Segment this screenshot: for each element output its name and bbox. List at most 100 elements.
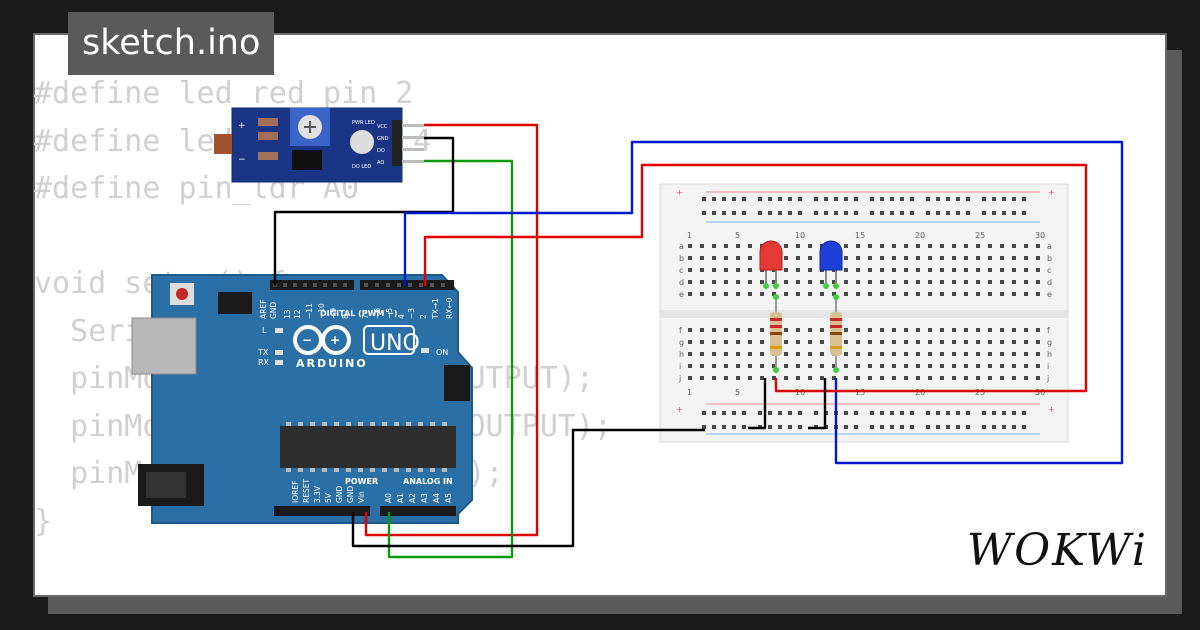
breadboard-hole[interactable] [904, 292, 908, 296]
breadboard-hole[interactable] [688, 268, 692, 272]
breadboard-hole[interactable] [854, 211, 858, 215]
breadboard-hole[interactable] [856, 292, 860, 296]
breadboard-hole[interactable] [748, 292, 752, 296]
breadboard-hole[interactable] [748, 280, 752, 284]
breadboard-hole[interactable] [742, 197, 746, 201]
resistor-blue-led[interactable] [830, 294, 842, 373]
breadboard-hole[interactable] [736, 364, 740, 368]
breadboard-hole[interactable] [688, 340, 692, 344]
breadboard-hole[interactable] [952, 352, 956, 356]
breadboard-hole[interactable] [936, 425, 940, 429]
breadboard-hole[interactable] [1002, 411, 1006, 415]
breadboard-hole[interactable] [952, 376, 956, 380]
breadboard-hole[interactable] [712, 364, 716, 368]
digital-header-right[interactable] [360, 280, 454, 290]
breadboard-hole[interactable] [1012, 340, 1016, 344]
breadboard-hole[interactable] [904, 364, 908, 368]
breadboard-hole[interactable] [736, 268, 740, 272]
breadboard-hole[interactable] [910, 197, 914, 201]
breadboard-hole[interactable] [712, 411, 716, 415]
breadboard-hole[interactable] [964, 292, 968, 296]
breadboard-hole[interactable] [880, 328, 884, 332]
breadboard-hole[interactable] [976, 280, 980, 284]
breadboard-hole[interactable] [928, 280, 932, 284]
breadboard-hole[interactable] [736, 280, 740, 284]
breadboard-hole[interactable] [844, 364, 848, 368]
breadboard-hole[interactable] [928, 352, 932, 356]
led-blue[interactable] [819, 240, 843, 289]
breadboard-hole[interactable] [1012, 197, 1016, 201]
breadboard-hole[interactable] [796, 376, 800, 380]
breadboard-hole[interactable] [808, 256, 812, 260]
breadboard-hole[interactable] [868, 256, 872, 260]
breadboard-hole[interactable] [1012, 256, 1016, 260]
breadboard-hole[interactable] [964, 328, 968, 332]
breadboard-hole[interactable] [820, 352, 824, 356]
breadboard-hole[interactable] [976, 292, 980, 296]
breadboard-hole[interactable] [700, 352, 704, 356]
breadboard-hole[interactable] [712, 211, 716, 215]
breadboard-hole[interactable] [688, 328, 692, 332]
breadboard-hole[interactable] [1012, 244, 1016, 248]
breadboard-hole[interactable] [820, 280, 824, 284]
breadboard-hole[interactable] [988, 340, 992, 344]
breadboard-hole[interactable] [700, 256, 704, 260]
breadboard-hole[interactable] [798, 197, 802, 201]
breadboard-hole[interactable] [742, 411, 746, 415]
breadboard-hole[interactable] [820, 328, 824, 332]
breadboard-hole[interactable] [928, 256, 932, 260]
breadboard-hole[interactable] [760, 292, 764, 296]
breadboard-hole[interactable] [940, 280, 944, 284]
breadboard-hole[interactable] [928, 268, 932, 272]
breadboard-hole[interactable] [724, 340, 728, 344]
breadboard-hole[interactable] [856, 376, 860, 380]
breadboard-hole[interactable] [778, 425, 782, 429]
breadboard-hole[interactable] [1002, 197, 1006, 201]
breadboard-hole[interactable] [964, 256, 968, 260]
breadboard-hole[interactable] [834, 197, 838, 201]
breadboard-hole[interactable] [868, 244, 872, 248]
breadboard-hole[interactable] [1000, 280, 1004, 284]
breadboard-hole[interactable] [964, 280, 968, 284]
breadboard-hole[interactable] [712, 280, 716, 284]
breadboard-hole[interactable] [880, 244, 884, 248]
breadboard-hole[interactable] [748, 340, 752, 344]
breadboard-hole[interactable] [1036, 364, 1040, 368]
breadboard-hole[interactable] [702, 425, 706, 429]
breadboard-hole[interactable] [982, 211, 986, 215]
breadboard-hole[interactable] [788, 197, 792, 201]
breadboard-hole[interactable] [900, 197, 904, 201]
digital-header-left[interactable] [270, 280, 354, 290]
breadboard-hole[interactable] [832, 364, 836, 368]
breadboard-hole[interactable] [946, 211, 950, 215]
breadboard-hole[interactable] [820, 376, 824, 380]
breadboard-hole[interactable] [796, 268, 800, 272]
breadboard-hole[interactable] [916, 340, 920, 344]
arduino-uno-board[interactable]: − + UNO ARDUINO DIGITAL (PWM ~) POWER AN… [131, 274, 473, 524]
breadboard-hole[interactable] [702, 411, 706, 415]
breadboard-hole[interactable] [688, 292, 692, 296]
analog-header[interactable] [380, 506, 456, 516]
breadboard-hole[interactable] [916, 352, 920, 356]
breadboard-hole[interactable] [916, 292, 920, 296]
breadboard-hole[interactable] [784, 328, 788, 332]
breadboard-hole[interactable] [722, 197, 726, 201]
breadboard-hole[interactable] [784, 292, 788, 296]
breadboard-hole[interactable] [964, 376, 968, 380]
breadboard-hole[interactable] [772, 376, 776, 380]
breadboard-hole[interactable] [688, 244, 692, 248]
breadboard-hole[interactable] [856, 268, 860, 272]
breadboard-hole[interactable] [916, 376, 920, 380]
breadboard-hole[interactable] [788, 425, 792, 429]
breadboard-hole[interactable] [964, 340, 968, 344]
breadboard-hole[interactable] [1036, 340, 1040, 344]
breadboard-hole[interactable] [976, 376, 980, 380]
breadboard-hole[interactable] [890, 211, 894, 215]
breadboard-hole[interactable] [1012, 268, 1016, 272]
breadboard-hole[interactable] [928, 376, 932, 380]
breadboard-hole[interactable] [702, 211, 706, 215]
breadboard-hole[interactable] [956, 197, 960, 201]
breadboard-hole[interactable] [868, 280, 872, 284]
breadboard-hole[interactable] [760, 328, 764, 332]
breadboard-hole[interactable] [928, 364, 932, 368]
